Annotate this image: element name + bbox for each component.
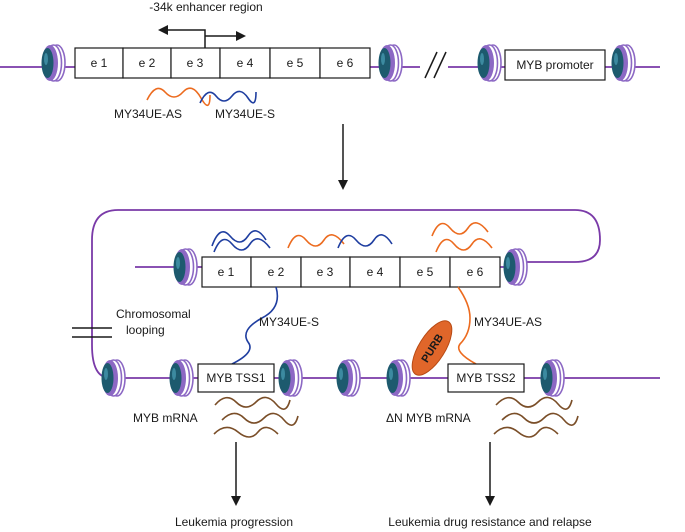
sense-tether <box>231 286 279 365</box>
looping-label-line2: looping <box>126 323 165 337</box>
nucleosome-icon <box>610 44 636 82</box>
nucleosome-icon <box>100 359 126 397</box>
sense-transcript-label: MY34UE-S <box>215 107 275 121</box>
myb-promoter-label: MYB promoter <box>516 58 593 72</box>
myb-tss1-label: MYB TSS1 <box>206 371 265 385</box>
nucleosome-icon <box>385 359 411 397</box>
exon-label: e 1 <box>218 265 235 279</box>
nucleosome-icon <box>40 44 66 82</box>
exon-box <box>170 47 221 79</box>
break-mark-2 <box>433 51 447 79</box>
myb-mrna-waves <box>213 396 299 438</box>
bidirectional-arrow-icon <box>158 25 246 48</box>
antisense-tether <box>457 286 477 365</box>
antisense-transcript-wave <box>146 87 211 107</box>
exon-box <box>300 256 351 288</box>
sense-transcript-wave <box>199 90 257 104</box>
antisense-transcript-e3 <box>287 234 345 249</box>
bottom-panel: e 1 e 2 e 3 e 4 e 5 e 6 Chromosomal loop… <box>72 209 660 529</box>
break-mark-1 <box>424 51 438 79</box>
exon-label: e 4 <box>237 56 254 70</box>
nucleosome-icon <box>168 359 194 397</box>
sense-transcripts-e1-e2 <box>211 230 271 253</box>
exon-box <box>219 47 271 79</box>
exon-label: e 6 <box>337 56 354 70</box>
exon-label: e 5 <box>417 265 434 279</box>
sense-transcript-e3-e4 <box>337 234 393 249</box>
dn-myb-mrna-label: ΔN MYB mRNA <box>386 411 471 425</box>
enhancer-region-label: -34k enhancer region <box>149 0 262 14</box>
exon-label: e 5 <box>287 56 304 70</box>
dn-myb-mrna-waves <box>493 396 579 438</box>
exon-box <box>122 47 172 79</box>
nucleosome-icon <box>277 359 303 397</box>
myb-promoter-box <box>504 49 606 81</box>
nucleosome-icon <box>172 248 198 286</box>
top-panel: -34k enhancer region e 1 e 2 e 3 e 4 e 5… <box>0 0 660 121</box>
myb-tss2-label: MYB TSS2 <box>456 371 515 385</box>
exon-label: e 2 <box>268 265 285 279</box>
looping-label: Chromosomal <box>116 307 191 321</box>
exon-label: e 4 <box>367 265 384 279</box>
outcome-drug-resistance: Leukemia drug resistance and relapse <box>388 515 592 529</box>
exon-box <box>349 256 401 288</box>
myb-tss2-box <box>447 363 525 393</box>
exon-box <box>74 47 124 79</box>
exon-box <box>449 256 501 288</box>
nucleosome-icon <box>539 359 565 397</box>
antisense-transcript-label: MY34UE-AS <box>114 107 182 121</box>
antisense-tether-label: MY34UE-AS <box>474 315 542 329</box>
sense-tether-label: MY34UE-S <box>259 315 319 329</box>
chromatin-loop <box>91 209 660 379</box>
exon-label: e 3 <box>187 56 204 70</box>
bottom-exon-row: e 1 e 2 e 3 e 4 e 5 e 6 <box>201 256 501 288</box>
antisense-transcripts-e6 <box>431 222 493 253</box>
exon-label: e 6 <box>467 265 484 279</box>
outcome-progression: Leukemia progression <box>175 515 293 529</box>
exon-label: e 3 <box>317 265 334 279</box>
nucleosome-icon <box>502 248 528 286</box>
top-exon-row: e 1 e 2 e 3 e 4 e 5 e 6 <box>74 47 371 79</box>
exon-box <box>250 256 302 288</box>
nucleosome-icon <box>335 359 361 397</box>
exon-label: e 1 <box>91 56 108 70</box>
exon-label: e 2 <box>139 56 156 70</box>
nucleosome-icon <box>476 44 502 82</box>
myb-tss1-box <box>197 363 275 393</box>
nucleosome-icon <box>377 44 403 82</box>
exon-box <box>319 47 371 79</box>
myb-mrna-label: MYB mRNA <box>133 411 198 425</box>
